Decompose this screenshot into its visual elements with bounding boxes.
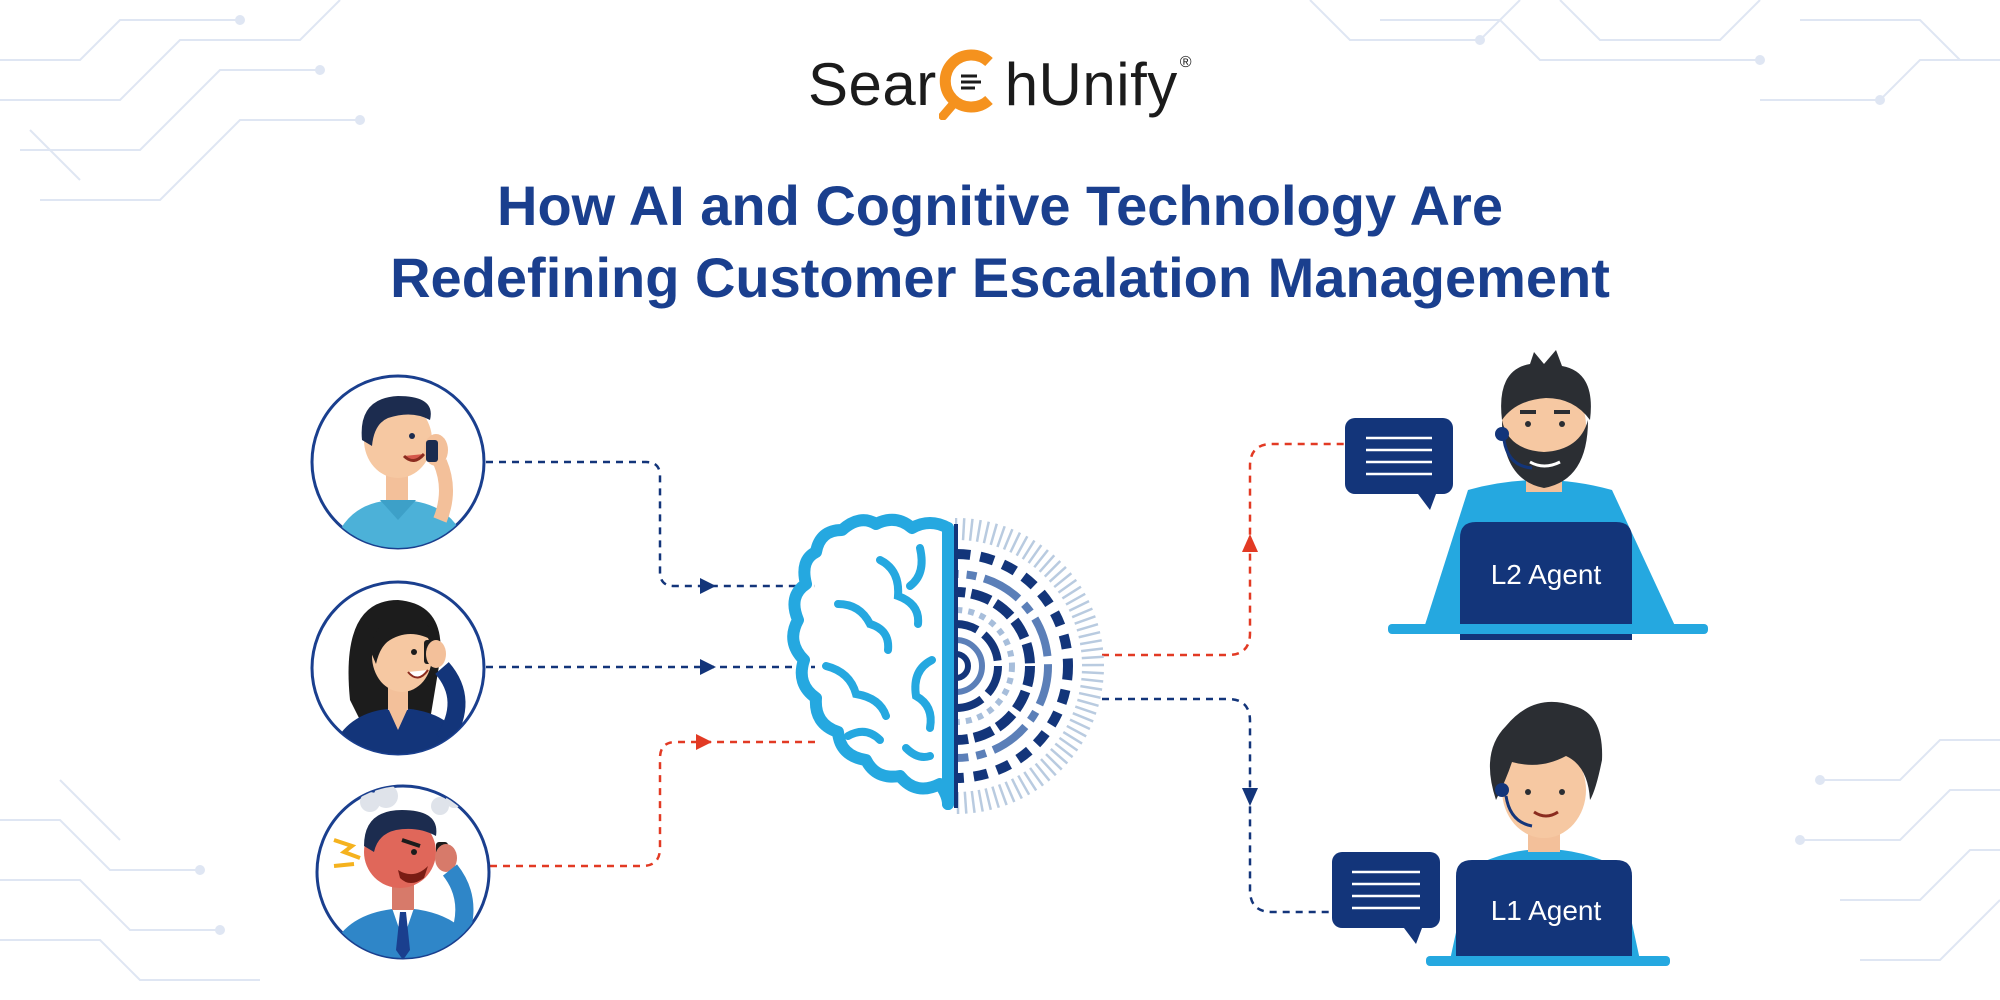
radial-tick bbox=[1010, 778, 1023, 800]
radial-tick bbox=[997, 783, 1008, 806]
circuit-decoration-bottom-left bbox=[0, 779, 260, 981]
agent-headset-icon bbox=[1495, 427, 1533, 470]
radial-tick bbox=[1027, 544, 1043, 564]
connector-customer3-brain bbox=[490, 740, 815, 868]
customer-talking-icon bbox=[310, 580, 486, 756]
brand-name-part1: Sear bbox=[807, 50, 937, 118]
radial-tick bbox=[970, 790, 976, 813]
l1-agent-figure: L1 Agent bbox=[1332, 701, 1670, 966]
radial-tick bbox=[1080, 647, 1104, 653]
radial-tick bbox=[1002, 528, 1014, 550]
radial-tick bbox=[1076, 623, 1099, 632]
radial-tick bbox=[996, 525, 1006, 548]
radial-tick bbox=[1068, 599, 1090, 612]
connector-brain-l2 bbox=[1102, 442, 1345, 657]
radial-tick bbox=[1080, 684, 1103, 691]
radial-tick bbox=[984, 788, 993, 811]
radial-tick bbox=[977, 789, 984, 812]
radial-tick bbox=[1079, 639, 1102, 646]
radial-tick bbox=[1009, 531, 1022, 553]
chat-bubble-icon bbox=[1345, 418, 1453, 510]
arrowhead-l2 bbox=[1242, 534, 1258, 552]
circuit-decoration-bottom-right bbox=[1795, 739, 2000, 961]
connector-customer1-brain bbox=[486, 460, 815, 588]
radial-tick bbox=[989, 523, 998, 546]
radial-tick bbox=[1040, 758, 1057, 777]
radial-tick bbox=[1058, 736, 1079, 752]
radial-tick bbox=[1081, 677, 1104, 683]
radial-tick bbox=[1078, 630, 1101, 639]
radial-tick bbox=[1045, 753, 1063, 771]
radial-tick bbox=[1015, 535, 1029, 557]
radial-tick bbox=[1078, 691, 1101, 700]
radial-tick bbox=[1034, 762, 1051, 782]
radial-tick bbox=[1054, 742, 1074, 759]
l1-agent-label: L1 Agent bbox=[1491, 895, 1602, 926]
chat-bubble-icon bbox=[1332, 852, 1440, 944]
radial-tick bbox=[1081, 655, 1104, 660]
radial-tick bbox=[1074, 615, 1096, 625]
radial-tick bbox=[1023, 771, 1038, 792]
radial-tick bbox=[1081, 670, 1104, 675]
radial-tick bbox=[1077, 698, 1099, 708]
radial-tick bbox=[1017, 774, 1031, 796]
radial-tick bbox=[1061, 585, 1082, 600]
arrowhead-l1 bbox=[1242, 788, 1258, 806]
radial-tick bbox=[1021, 539, 1036, 560]
radial-tick bbox=[968, 518, 974, 541]
page-title: How AI and Cognitive Technology Are Rede… bbox=[0, 170, 2000, 314]
radial-tick bbox=[1071, 607, 1093, 619]
registered-mark: ® bbox=[1179, 54, 1193, 71]
radial-tick bbox=[1057, 578, 1078, 594]
customer-calm-icon bbox=[310, 374, 486, 550]
title-line-1: How AI and Cognitive Technology Are bbox=[497, 174, 1503, 237]
radial-tick bbox=[1033, 549, 1049, 569]
arrowhead-customer1 bbox=[700, 578, 716, 594]
radial-tick bbox=[1065, 592, 1086, 606]
brand-name-part2: hUnify bbox=[1004, 50, 1178, 118]
radial-tick bbox=[1069, 718, 1091, 731]
radial-tick bbox=[975, 519, 982, 542]
radial-tick bbox=[1004, 781, 1016, 803]
radial-tick bbox=[982, 521, 991, 544]
search-magnifier-icon bbox=[938, 48, 1003, 120]
radial-tick bbox=[1072, 712, 1094, 723]
customer-angry-icon bbox=[315, 784, 491, 960]
radial-tick bbox=[1062, 730, 1083, 745]
radial-tick bbox=[1049, 748, 1069, 765]
circuit-decoration-top-left bbox=[0, 0, 365, 201]
radial-tick bbox=[1043, 560, 1062, 578]
circuit-decoration-top-right bbox=[1309, 0, 2000, 105]
agent-headset-icon bbox=[1495, 783, 1533, 828]
arrowhead-customer2 bbox=[700, 659, 716, 675]
radial-tick bbox=[1048, 566, 1067, 583]
radial-tick bbox=[1074, 705, 1097, 715]
radial-tick bbox=[963, 791, 968, 814]
brain-ai-icon bbox=[787, 513, 1105, 815]
radial-tick bbox=[1066, 724, 1087, 738]
radial-tick bbox=[1053, 572, 1073, 589]
radial-tick bbox=[991, 786, 1000, 809]
arrowhead-customer3 bbox=[696, 734, 712, 750]
title-line-2: Redefining Customer Escalation Managemen… bbox=[390, 246, 1610, 309]
radial-tick bbox=[1038, 554, 1056, 573]
radial-tick bbox=[961, 518, 966, 541]
radial-tick bbox=[1029, 767, 1045, 787]
connector-brain-l1 bbox=[1102, 697, 1332, 914]
l2-agent-label: L2 Agent bbox=[1491, 559, 1602, 590]
l2-agent-figure: L2 Agent bbox=[1345, 350, 1708, 640]
brand-logo: Sear hUnify ® bbox=[0, 44, 2000, 124]
